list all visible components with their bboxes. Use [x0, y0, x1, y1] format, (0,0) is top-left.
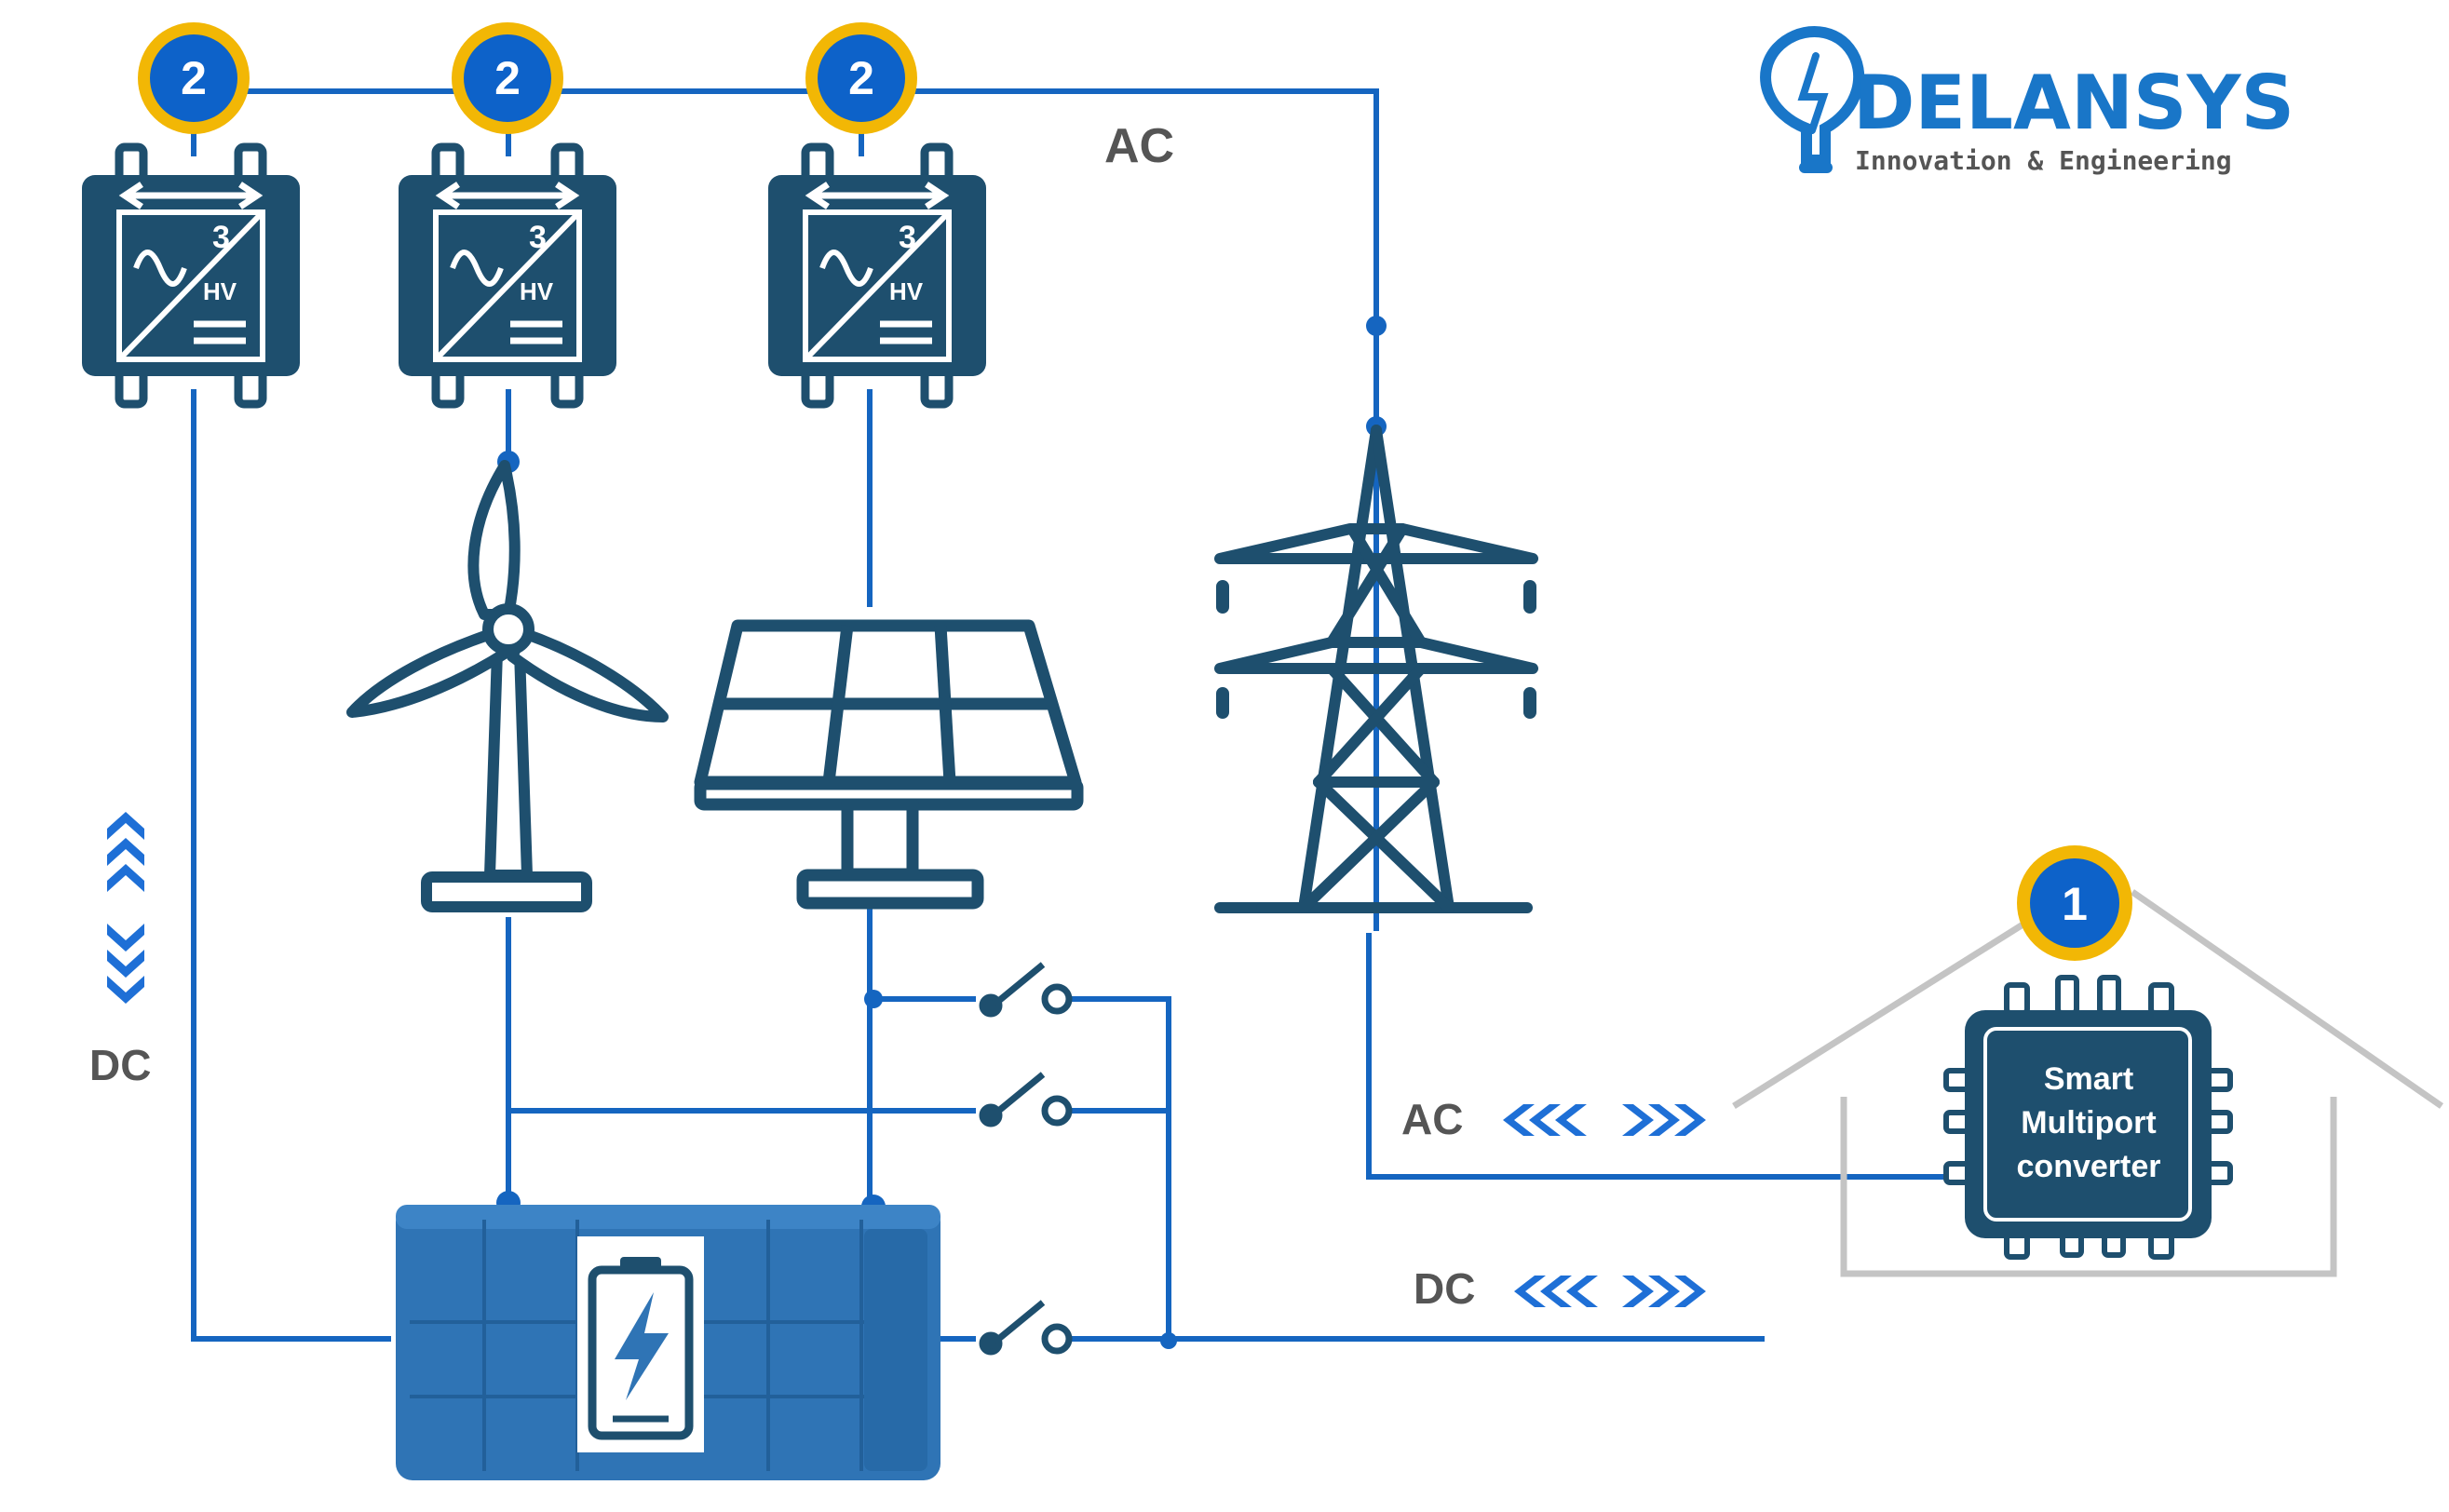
- inverter-3: 3 HV: [768, 147, 986, 404]
- badge-number: 1: [2062, 878, 2088, 930]
- switch-icon[interactable]: [979, 1300, 1073, 1356]
- smart-multiport-converter[interactable]: Smart Multiport converter: [1943, 975, 2233, 1260]
- badge-number: 2: [848, 52, 874, 104]
- ac-bus-line: [194, 88, 1379, 931]
- switch-icon[interactable]: [979, 1072, 1073, 1127]
- house-outline: [1732, 889, 2443, 1277]
- wind-turbine-icon: [346, 460, 669, 912]
- converter-label-line1: Smart: [2044, 1061, 2133, 1097]
- badge-number: 2: [181, 52, 207, 104]
- dc-left-line: [191, 389, 391, 1342]
- inverter-icon: [82, 147, 300, 404]
- junction-dots: [496, 316, 1387, 1349]
- inverter-voltage: HV: [203, 277, 237, 305]
- ac-out-line: [1366, 933, 1967, 1180]
- battery-pack: [396, 1205, 940, 1480]
- badge-inverter-2[interactable]: 2: [452, 22, 563, 134]
- ac-top-label: AC: [1104, 119, 1174, 173]
- dc-flow-label: DC: [1414, 1264, 1475, 1313]
- chip-icon: [1965, 1010, 2212, 1238]
- badge-inverter-1[interactable]: 2: [138, 22, 250, 134]
- converter-label-line2: Multiport: [2021, 1105, 2156, 1141]
- solar-panel-icon: [694, 619, 1084, 910]
- inverter-icon: [399, 147, 616, 404]
- brand-logo: DELANSYS Innovation & Engineering: [1760, 26, 2294, 176]
- brand-name: DELANSYS: [1853, 60, 2294, 146]
- transmission-tower-icon: [1214, 425, 1538, 913]
- inverter-icon: [768, 147, 986, 404]
- switch-icon[interactable]: [979, 962, 1073, 1018]
- inverter-phase: 3: [529, 220, 547, 255]
- wiring: [191, 88, 1967, 1342]
- inverter-phase: 3: [212, 220, 230, 255]
- inverter-2: 3 HV: [399, 147, 616, 404]
- dc-vertical-arrows: [107, 812, 144, 1004]
- dc-flow-arrows: [1514, 1276, 1706, 1307]
- battery-charging-icon: [577, 1236, 704, 1452]
- lightbulb-icon: [1760, 26, 1865, 173]
- badge-inverter-3[interactable]: 2: [805, 22, 917, 134]
- badge-house[interactable]: 1: [2017, 845, 2132, 961]
- converter-label-line3: converter: [2017, 1149, 2161, 1184]
- dc-left-label: DC: [89, 1041, 151, 1089]
- badge-number: 2: [494, 52, 521, 104]
- inverter-phase: 3: [899, 220, 916, 255]
- inverter-voltage: HV: [520, 277, 554, 305]
- inverter-voltage: HV: [889, 277, 924, 305]
- ac-flow-arrows: [1503, 1104, 1706, 1136]
- ac-flow-label: AC: [1401, 1095, 1463, 1143]
- brand-tagline: Innovation & Engineering: [1855, 145, 2232, 176]
- inverter-1: 3 HV: [82, 147, 300, 404]
